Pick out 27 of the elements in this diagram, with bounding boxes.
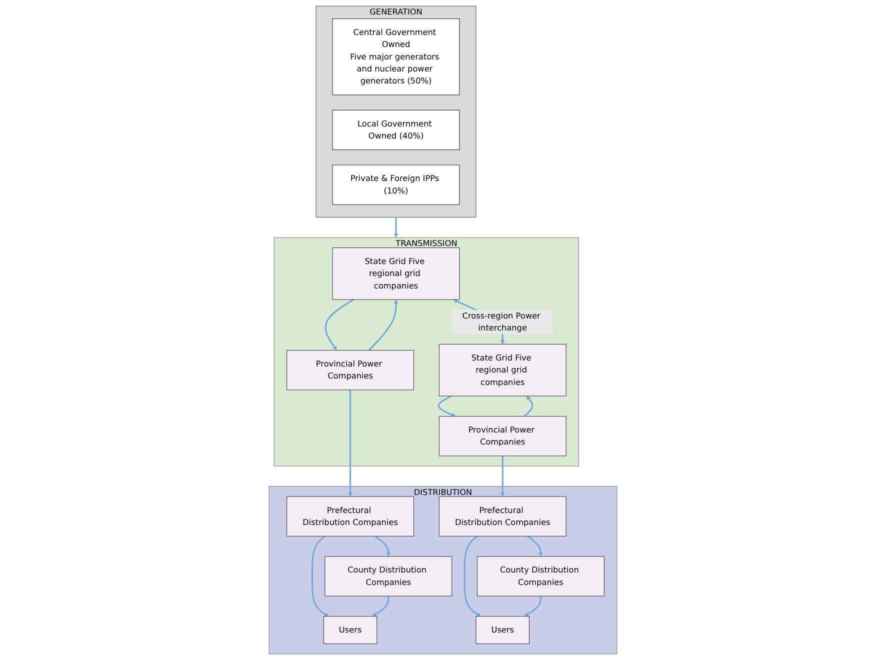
arrow [368,299,398,351]
arrow [310,536,328,617]
arrow [348,390,352,497]
node-box: Central Government Owned Five major generators and nuclear power generators (50%) [332,18,460,96]
arrow [324,298,354,351]
arrow [372,596,389,617]
node-box: County Distribution Companies [324,556,452,596]
node-box: Prefectural Distribution Companies [286,496,414,536]
edge-label: Cross-region Power interchange [462,310,540,333]
node-box: Prefectural Distribution Companies [438,496,566,536]
node-box: Provincial Power Companies [286,350,414,390]
arrow [523,396,533,417]
node-box: Users [322,616,377,644]
arrow [374,536,390,557]
node-box: State Grid Five regional grid companies [332,248,460,300]
arrow [463,536,480,617]
arrow [500,456,504,497]
node-box: State Grid Five regional grid companies [438,344,566,396]
arrow [526,536,542,557]
arrow [524,596,541,617]
node-box: Local Government Owned (40%) [332,110,460,150]
node-box: Private & Foreign IPPs (10%) [332,164,460,205]
arrow [437,395,456,417]
arrow [393,217,398,238]
node-box: Users [475,616,530,644]
node-box: Provincial Power Companies [438,416,566,456]
node-box: County Distribution Companies [476,556,604,596]
